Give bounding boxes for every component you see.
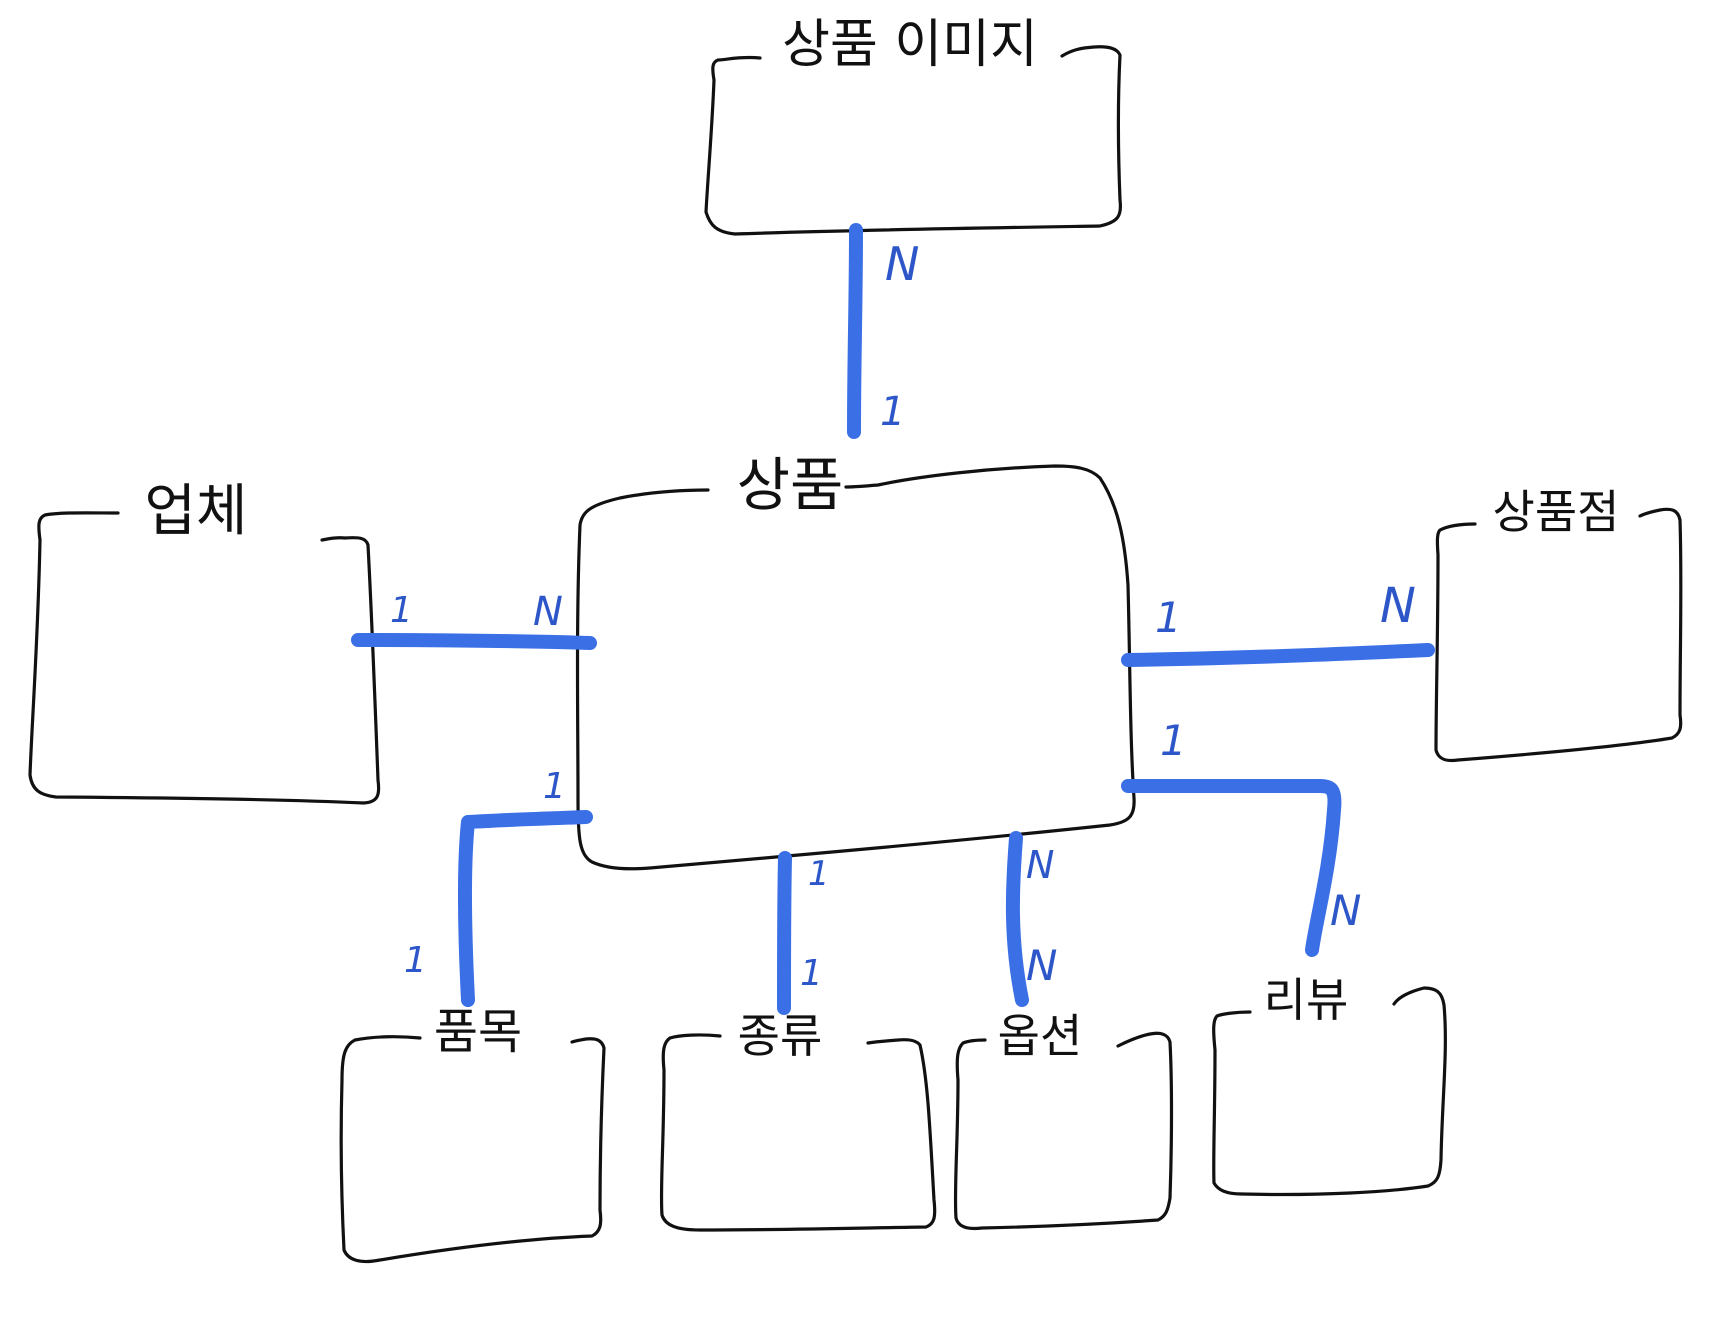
card-option-side: N [1026, 941, 1057, 990]
entity-product: 상품 [575, 451, 1136, 871]
entity-item: 품목 [339, 1004, 606, 1264]
card-kind-side: 1 [800, 953, 823, 994]
card-product-side-to-kind: 1 [808, 854, 830, 894]
entity-box-option [953, 1031, 1174, 1231]
card-item-side: 1 [404, 940, 427, 981]
card-product-side-to-rating: 1 [1155, 593, 1182, 642]
entity-label-review: 리뷰 [1264, 973, 1349, 1027]
entity-kind: 종류 [659, 1009, 937, 1232]
entity-option: 옵션 [953, 1009, 1174, 1231]
card-product-side-from-image: 1 [880, 389, 905, 435]
entity-product-image: 상품 이미지 [704, 15, 1123, 236]
entity-label-product-image: 상품 이미지 [782, 15, 1038, 75]
relationship-line-vendor-product [351, 633, 597, 650]
entity-box-review [1212, 986, 1447, 1197]
entity-label-product: 상품 [737, 451, 844, 519]
cardinality-marks: N 1 1 N 1 N 1 N 1 1 1 1 N N [390, 237, 1416, 994]
relationship-lines [351, 223, 1435, 1015]
entity-rating: 상품점 [1434, 485, 1683, 763]
card-rating-side: N [1380, 578, 1416, 634]
relationship-line-product-item [458, 810, 593, 1007]
entity-box-rating [1434, 507, 1683, 763]
card-product-side-to-item: 1 [543, 766, 566, 807]
relationship-line-product-review [1121, 778, 1342, 957]
card-product-side-from-vendor: N [533, 589, 563, 635]
entity-label-item: 품목 [434, 1004, 522, 1060]
relationship-line-product-rating [1121, 643, 1435, 667]
entity-label-option: 옵션 [998, 1009, 1083, 1063]
relationship-line-product-image-product [847, 223, 863, 439]
entity-box-kind [659, 1033, 937, 1232]
entity-label-kind: 종류 [738, 1009, 823, 1063]
card-product-image-side: N [885, 237, 919, 291]
card-product-side-to-option: N [1026, 843, 1054, 887]
card-vendor-side: 1 [390, 590, 413, 631]
card-review-side: N [1330, 886, 1361, 935]
entity-box-item [339, 1035, 606, 1264]
card-product-side-to-review: 1 [1160, 716, 1187, 765]
entity-box-product-image [704, 45, 1123, 236]
entity-box-vendor [28, 511, 381, 805]
entity-label-vendor: 업체 [144, 479, 247, 544]
relationship-line-product-kind [777, 851, 792, 1015]
entity-label-rating: 상품점 [1493, 485, 1620, 539]
entity-review: 리뷰 [1212, 973, 1447, 1197]
entity-vendor: 업체 [28, 479, 381, 805]
relationship-line-product-option [1005, 831, 1029, 1007]
entity-box-product [575, 464, 1136, 871]
